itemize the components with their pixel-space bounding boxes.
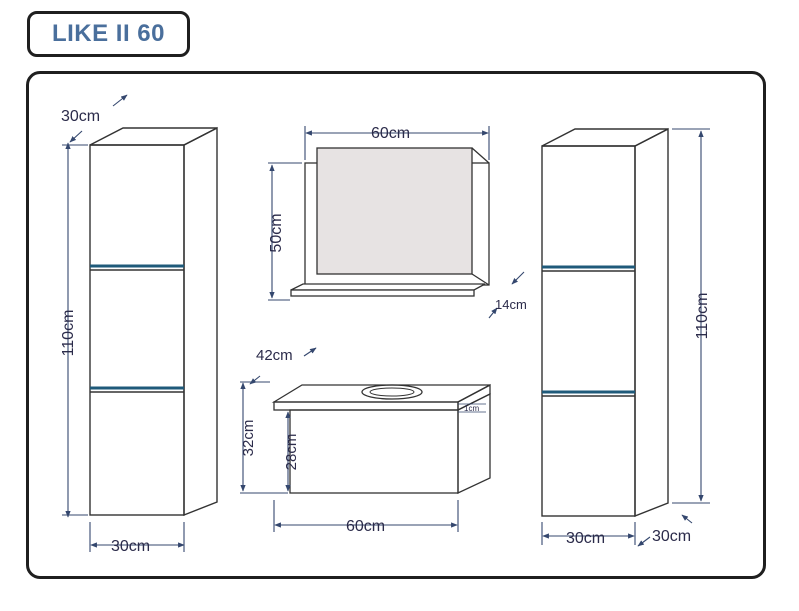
sink-basin [361,384,423,400]
left-width-label: 30cm [111,538,150,555]
sink-drawer-height-label: 28cm [283,434,300,471]
shelf-depth-line-a [511,271,525,285]
diagram-frame [26,71,766,579]
left-depth-label: 30cm [61,108,100,125]
sink-drawer-front [289,409,459,494]
left-cabinet-top [89,127,218,146]
sink-width-label: 60cm [346,518,385,535]
right-dimensions [541,128,710,547]
mirror-dimensions [268,126,525,319]
sink-depth-line-b [303,347,317,357]
sink-depth-line-a [249,375,261,385]
left-dimensions [62,94,185,552]
left-height-label: 110cm [60,310,77,357]
shelf-depth-label: 14cm [495,297,527,312]
mirror-width-label: 60cm [371,125,410,142]
title-box: LIKE II 60 [27,11,190,57]
right-height-label: 110cm [694,293,711,340]
shelf-depth-line-b [488,307,498,319]
sink-total-height-label: 32cm [240,420,257,457]
left-tall-cabinet [89,126,218,517]
mirror-shelf-top [290,283,486,291]
right-cabinet-top [541,128,669,147]
right-depth-label: 30cm [652,528,691,545]
sink-top-label: 1cm [464,404,479,413]
sink-cabinet-side [457,392,491,495]
mirror-height-label: 50cm [268,213,285,252]
left-cabinet-side [183,126,218,517]
mirror [290,147,490,297]
right-depth-line-a [637,536,651,547]
mirror-glass [316,147,473,275]
left-cabinet-front [89,144,185,516]
sink-top-surface [271,384,491,403]
right-cabinet-front [541,145,636,517]
title: LIKE II 60 [51,20,166,47]
right-tall-cabinet [541,127,669,518]
mirror-shelf-front [290,289,475,297]
sink-dimensions [240,347,486,532]
right-cabinet-side [634,127,669,518]
sink-depth-label: 42cm [256,347,293,364]
left-depth-line [112,94,128,107]
right-width-label: 30cm [566,530,605,547]
right-depth-line-b [681,514,693,524]
sink-cabinet [271,383,491,495]
sink-countertop [273,401,459,411]
